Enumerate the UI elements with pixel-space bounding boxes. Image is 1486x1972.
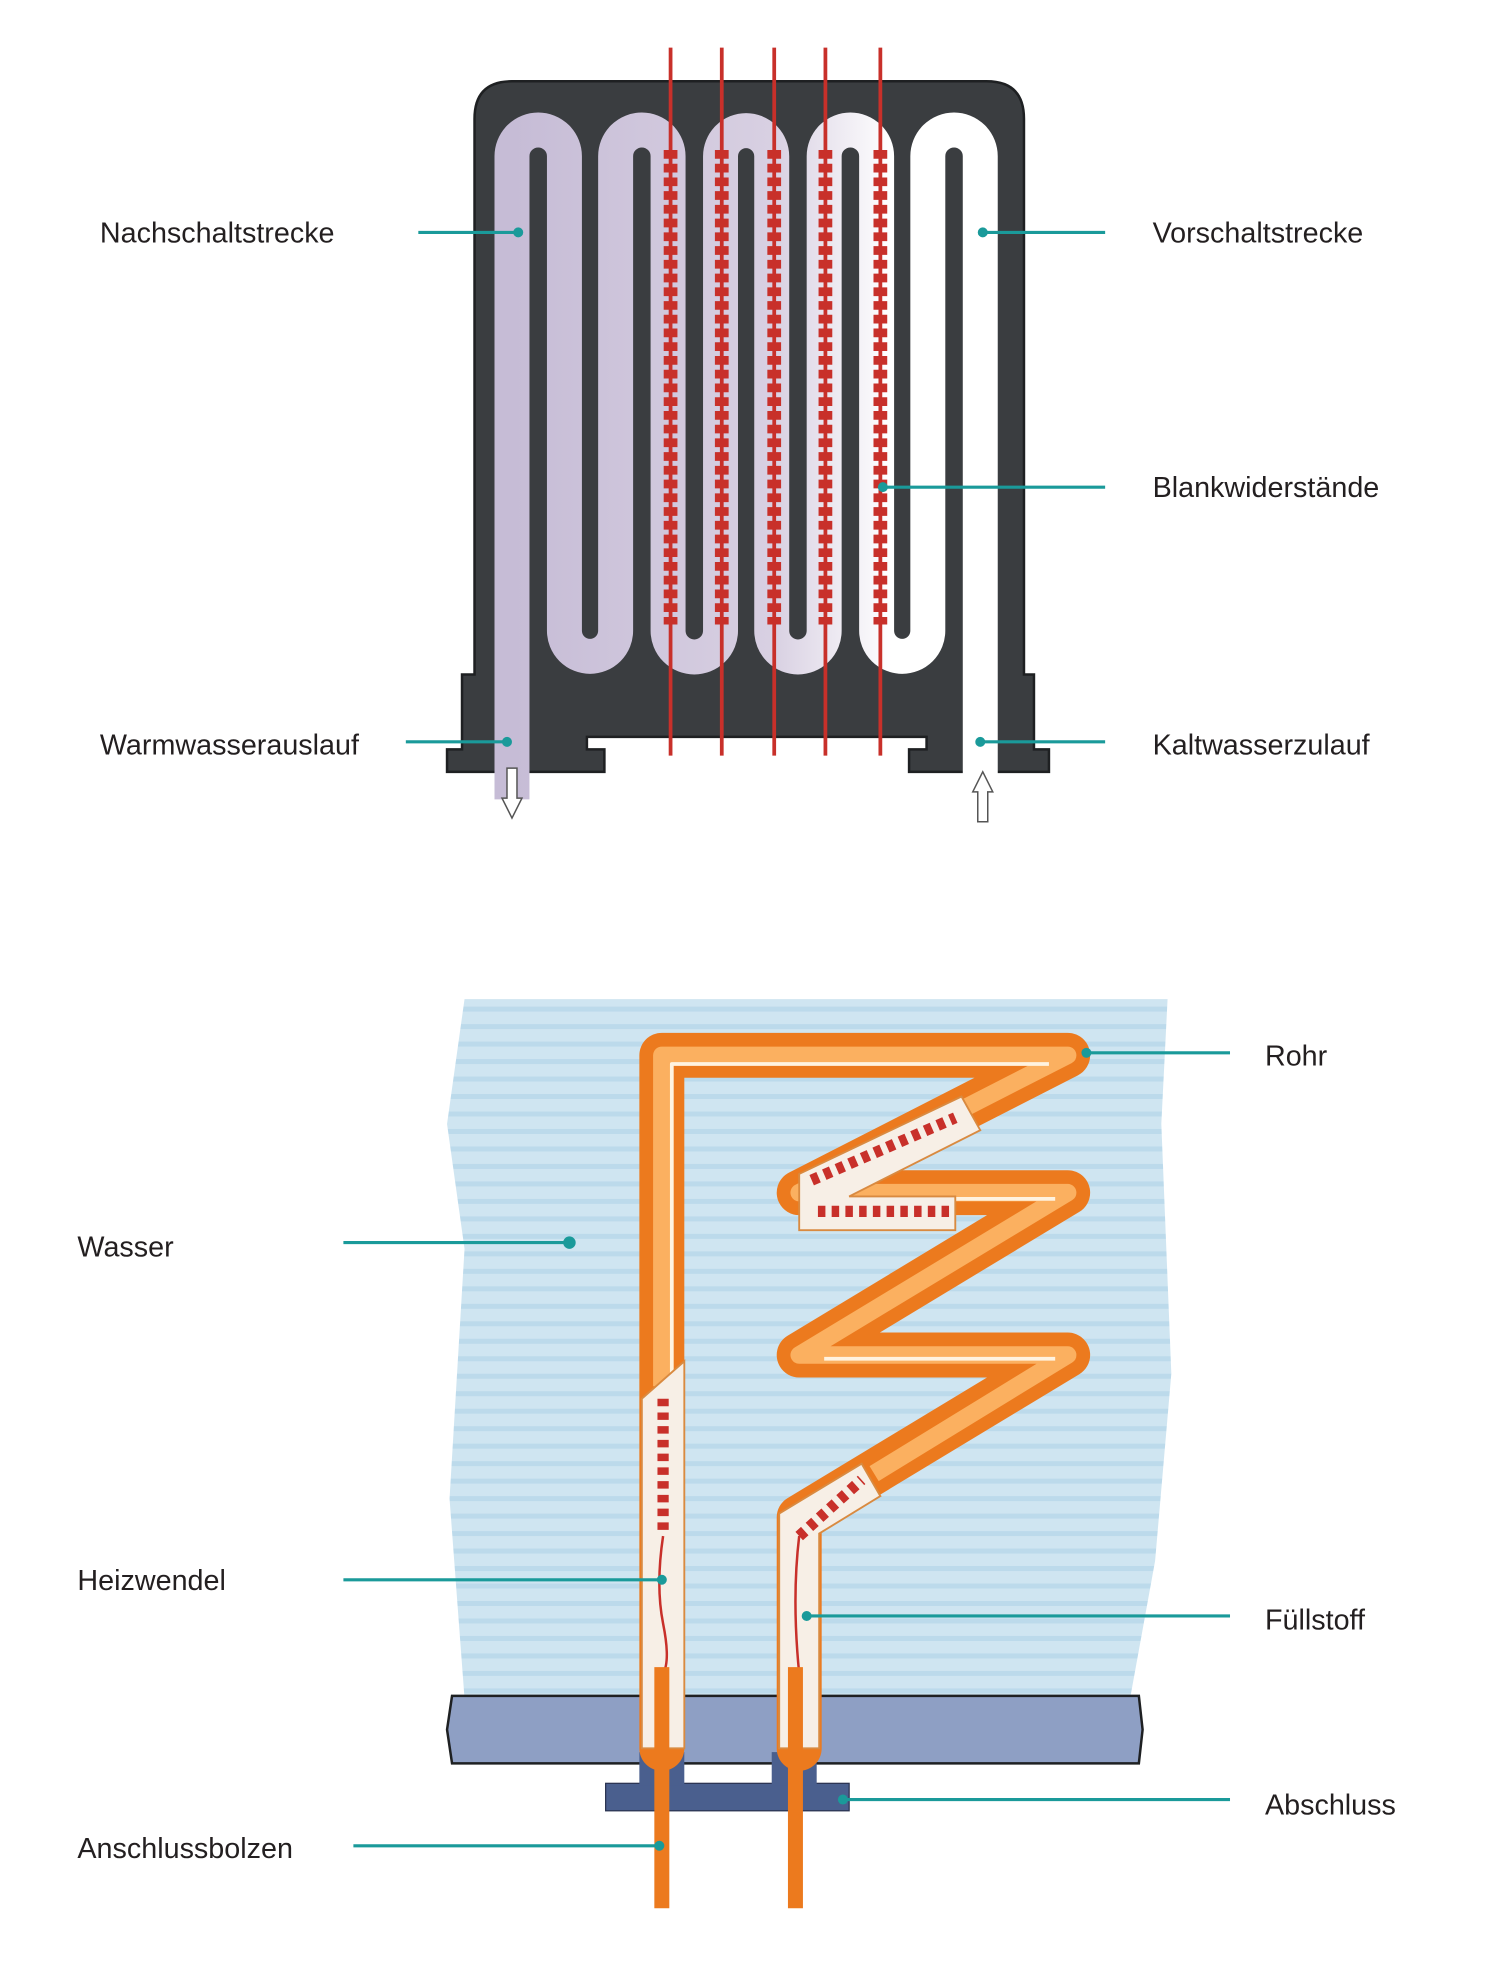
label-rohr: Rohr (1081, 1040, 1328, 1072)
continuous-flow-heater-block (445, 47, 1051, 823)
label-warmwasserauslauf: Warmwasserauslauf (100, 729, 512, 761)
heating-coil (657, 1112, 958, 1675)
label-fuellstoff: Füllstoff (801, 1605, 1366, 1637)
svg-text:Blankwiderstände: Blankwiderstände (1153, 472, 1380, 504)
heater-body (445, 80, 1051, 774)
svg-text:Kaltwasserzulauf: Kaltwasserzulauf (1153, 729, 1371, 761)
arrow-down-icon (500, 767, 524, 820)
svg-text:Warmwasserauslauf: Warmwasserauslauf (100, 729, 360, 761)
connection-bolts (654, 1667, 803, 1909)
blank-resistors (663, 47, 888, 756)
label-nachschaltstrecke: Nachschaltstrecke (100, 217, 524, 249)
label-abschluss: Abschluss (837, 1790, 1396, 1822)
label-kaltwasserzulauf: Kaltwasserzulauf (975, 729, 1371, 761)
label-heizwendel: Heizwendel (77, 1565, 667, 1597)
svg-text:Abschluss: Abschluss (1265, 1790, 1396, 1822)
label-blankwiderstaende: Blankwiderstände (877, 472, 1380, 504)
svg-text:Anschlussbolzen: Anschlussbolzen (77, 1833, 293, 1865)
label-anschlussbolzen: Anschlussbolzen (77, 1833, 665, 1865)
svg-text:Heizwendel: Heizwendel (77, 1565, 225, 1597)
water-channel (494, 112, 998, 800)
tubular-heater (445, 999, 1172, 1909)
svg-text:Füllstoff: Füllstoff (1265, 1605, 1366, 1637)
flow-arrows (500, 767, 994, 823)
label-wasser: Wasser (77, 1231, 576, 1263)
svg-text:Nachschaltstrecke: Nachschaltstrecke (100, 217, 335, 249)
svg-text:Rohr: Rohr (1265, 1040, 1328, 1072)
arrow-up-icon (971, 770, 994, 823)
label-vorschaltstrecke: Vorschaltstrecke (977, 217, 1364, 249)
svg-text:Wasser: Wasser (77, 1231, 174, 1263)
svg-text:Vorschaltstrecke: Vorschaltstrecke (1153, 217, 1364, 249)
abschluss-block (605, 1782, 850, 1812)
